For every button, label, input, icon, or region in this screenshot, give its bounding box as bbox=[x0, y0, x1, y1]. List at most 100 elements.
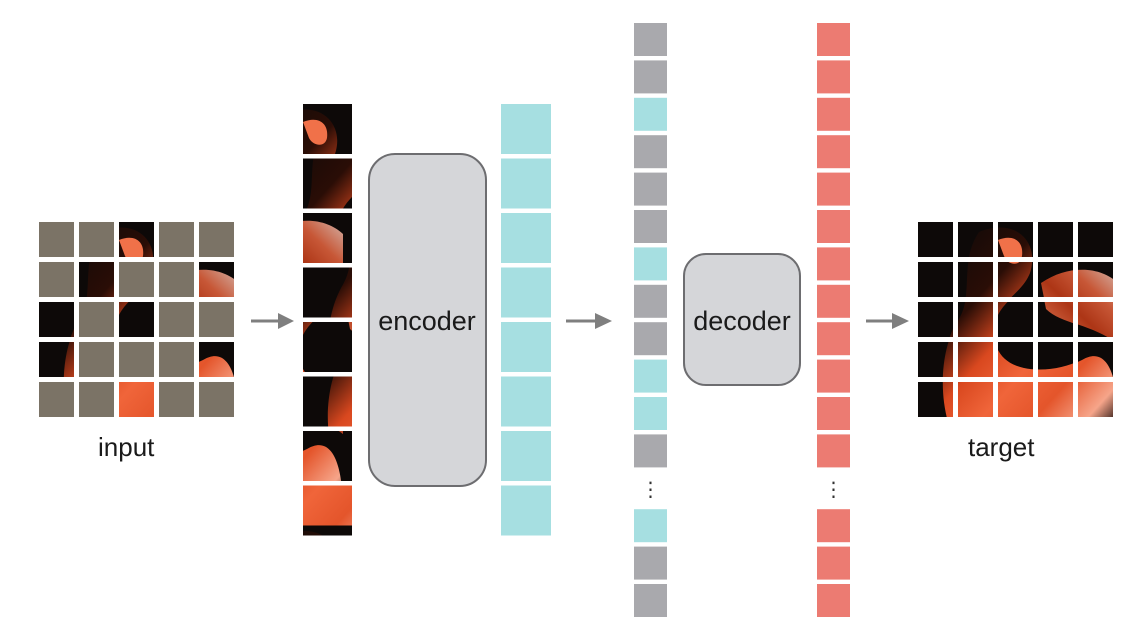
encoded-token bbox=[501, 431, 551, 481]
target-patch bbox=[1038, 262, 1073, 297]
visible-patch bbox=[199, 262, 234, 297]
decoded-token bbox=[817, 284, 850, 318]
target-patch bbox=[1078, 302, 1113, 337]
mask-token bbox=[634, 210, 667, 243]
arrow-right-icon bbox=[251, 313, 294, 329]
arrow-right-icon bbox=[866, 313, 909, 329]
masked-patch bbox=[119, 342, 154, 377]
ellipsis: ⋮ bbox=[824, 477, 844, 501]
input-image-masked bbox=[39, 222, 234, 417]
encoded-token bbox=[634, 247, 667, 281]
mask-token bbox=[634, 584, 667, 617]
decoded-token bbox=[817, 210, 850, 243]
mask-token bbox=[634, 23, 667, 56]
visible-patch bbox=[119, 222, 154, 257]
target-patch bbox=[1038, 382, 1073, 417]
encoder-input-patch bbox=[303, 158, 352, 209]
decoder-label: decoder bbox=[693, 306, 791, 336]
decoded-token bbox=[817, 509, 850, 543]
visible-patch bbox=[79, 262, 114, 297]
encoded-token bbox=[501, 213, 551, 263]
encoder-input-patch bbox=[303, 376, 352, 427]
masked-patch bbox=[199, 222, 234, 257]
mask-token bbox=[634, 546, 667, 580]
masked-patch bbox=[159, 222, 194, 257]
target-patch bbox=[998, 302, 1033, 337]
decoded-token bbox=[817, 247, 850, 281]
mask-token bbox=[634, 434, 667, 468]
visible-patch bbox=[39, 302, 74, 337]
decoded-token bbox=[817, 23, 850, 56]
target-patch bbox=[998, 222, 1033, 257]
target-patch bbox=[998, 382, 1033, 417]
target-patch bbox=[918, 382, 953, 417]
decoded-token bbox=[817, 172, 850, 206]
target-patch bbox=[918, 302, 953, 337]
masked-patch bbox=[79, 342, 114, 377]
decoded-token bbox=[817, 60, 850, 94]
target-patch bbox=[958, 342, 993, 377]
encoder-block bbox=[368, 153, 487, 487]
mask-token bbox=[634, 172, 667, 206]
target-image bbox=[918, 222, 1113, 417]
masked-patch bbox=[199, 382, 234, 417]
target-patch bbox=[918, 262, 953, 297]
masked-patch bbox=[119, 262, 154, 297]
encoder-input-patches bbox=[303, 104, 352, 536]
visible-patch bbox=[119, 302, 154, 337]
target-patch bbox=[1038, 222, 1073, 257]
masked-patch bbox=[159, 262, 194, 297]
encoder-input-patch bbox=[303, 431, 352, 481]
mask-token bbox=[634, 135, 667, 169]
input-label: input bbox=[98, 432, 155, 462]
target-patch bbox=[958, 382, 993, 417]
encoder-input-patch bbox=[303, 267, 352, 318]
decoded-token bbox=[817, 135, 850, 169]
target-patch bbox=[1078, 262, 1113, 297]
decoded-token bbox=[817, 97, 850, 131]
encoded-token bbox=[634, 509, 667, 543]
masked-patch bbox=[79, 222, 114, 257]
visible-patch bbox=[119, 382, 154, 417]
mask-token bbox=[634, 284, 667, 318]
target-patch bbox=[958, 302, 993, 337]
target-patch bbox=[1038, 342, 1073, 377]
decoder-block bbox=[683, 253, 801, 386]
target-label: target bbox=[968, 432, 1035, 462]
target-patch bbox=[1078, 222, 1113, 257]
encoder-input-patch bbox=[303, 104, 352, 154]
encoded-tokens bbox=[501, 104, 551, 536]
target-patch bbox=[998, 342, 1033, 377]
target-patch bbox=[918, 222, 953, 257]
decoder-output-tokens: ⋮ bbox=[817, 23, 850, 617]
encoded-token bbox=[501, 322, 551, 372]
decoded-token bbox=[817, 434, 850, 468]
ellipsis: ⋮ bbox=[641, 477, 661, 501]
target-patch bbox=[1038, 302, 1073, 337]
masked-patch bbox=[159, 382, 194, 417]
decoded-token bbox=[817, 397, 850, 430]
encoder-input-patch bbox=[303, 213, 352, 263]
masked-patch bbox=[39, 222, 74, 257]
masked-patch bbox=[159, 342, 194, 377]
decoded-token bbox=[817, 584, 850, 617]
masked-patch bbox=[79, 302, 114, 337]
visible-patch bbox=[199, 342, 234, 377]
encoded-token bbox=[501, 267, 551, 318]
masked-patch bbox=[199, 302, 234, 337]
encoded-token bbox=[501, 104, 551, 154]
decoded-token bbox=[817, 359, 850, 393]
masked-patch bbox=[39, 382, 74, 417]
target-patch bbox=[998, 262, 1033, 297]
masked-patch bbox=[39, 262, 74, 297]
mask-token bbox=[634, 60, 667, 94]
masked-patch bbox=[159, 302, 194, 337]
target-patch bbox=[918, 342, 953, 377]
mask-token bbox=[634, 322, 667, 356]
target-patch bbox=[1078, 382, 1113, 417]
decoded-token bbox=[817, 546, 850, 580]
target-patch bbox=[958, 262, 993, 297]
decoder-input-tokens: ⋮ bbox=[634, 23, 667, 617]
encoded-token bbox=[501, 158, 551, 209]
